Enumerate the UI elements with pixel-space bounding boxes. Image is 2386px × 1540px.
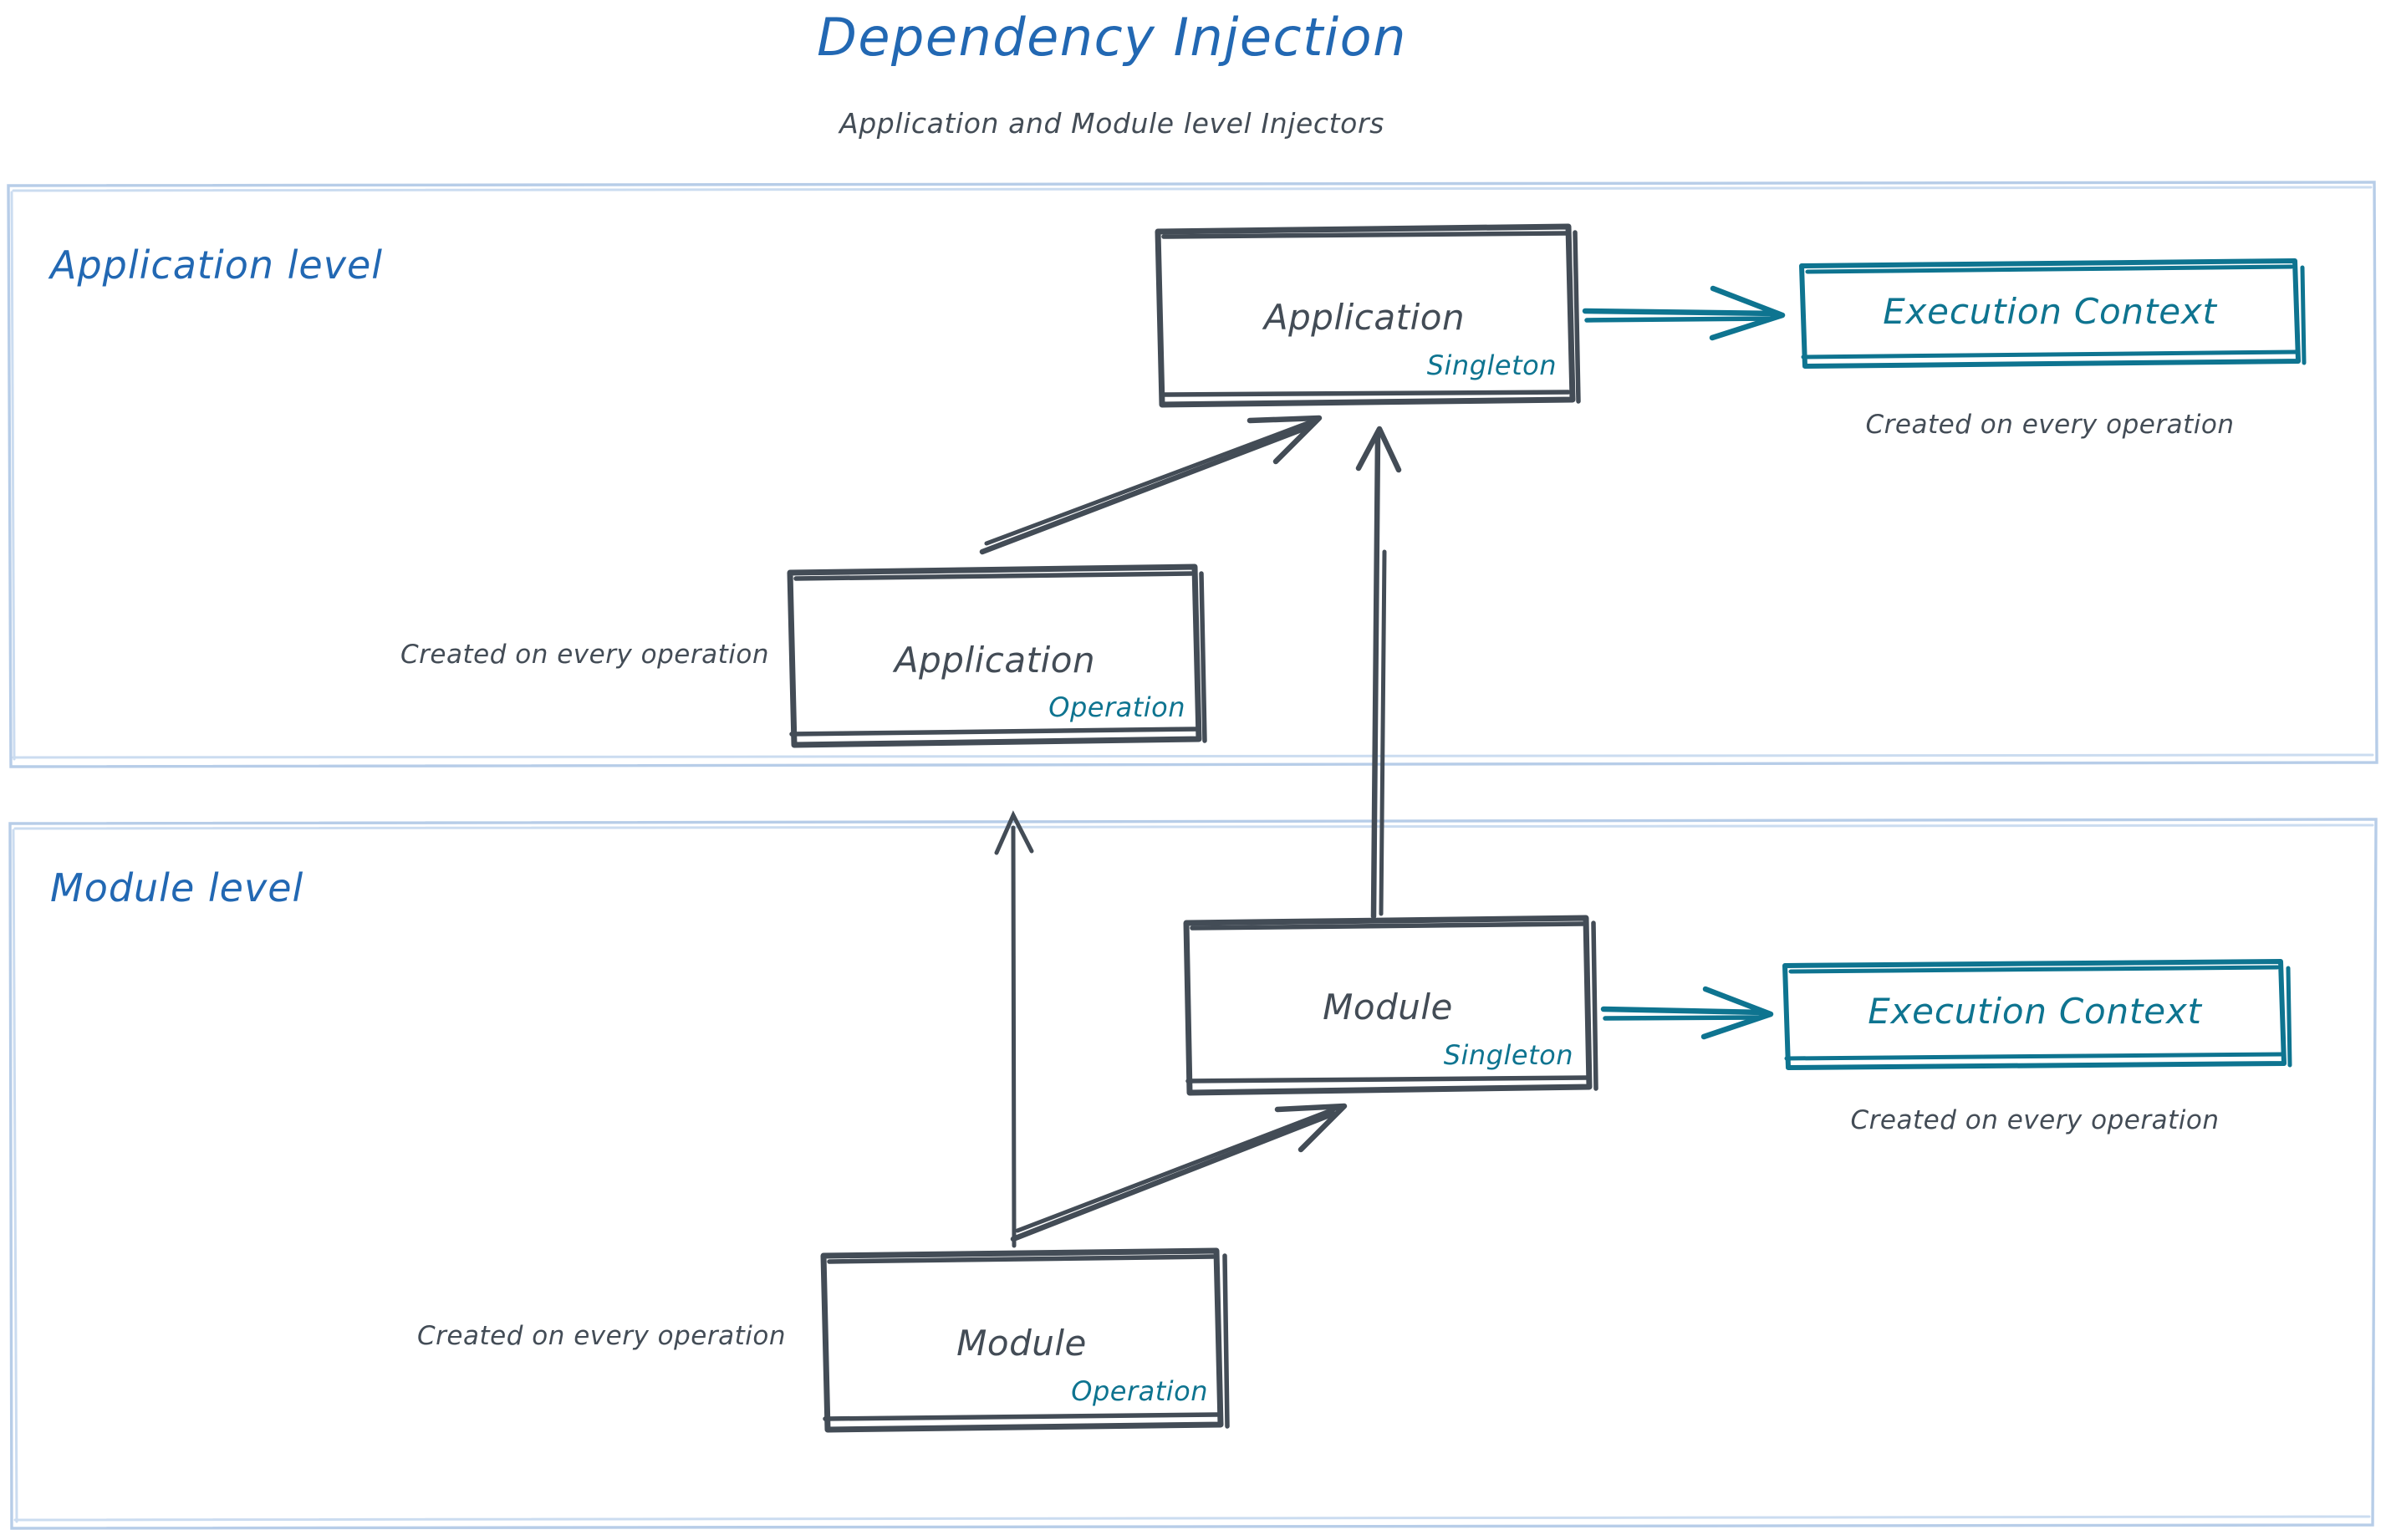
application-singleton-title: Application <box>1263 297 1466 338</box>
edge-module-operation-to-app-operation <box>994 810 1034 1248</box>
application-singleton-scope: Singleton <box>1426 349 1557 381</box>
page-title: Dependency Injection <box>817 7 1407 68</box>
execution-context-app-title: Execution Context <box>1883 291 2217 332</box>
module-operation-title: Module <box>956 1323 1087 1364</box>
execution-context-module-caption: Created on every operation <box>1850 1105 2220 1135</box>
application-operation-scope: Operation <box>1048 691 1185 723</box>
application-operation-caption: Created on every operation <box>400 640 769 670</box>
module-singleton-title: Module <box>1323 987 1453 1028</box>
module-level-container-outline <box>8 818 2378 1530</box>
module-operation-scope: Operation <box>1071 1375 1208 1407</box>
module-singleton-scope: Singleton <box>1443 1039 1573 1071</box>
application-operation-title: Application <box>894 640 1096 681</box>
page-subtitle: Application and Module level Injectors <box>839 107 1384 140</box>
module-level-label: Module level <box>50 865 304 910</box>
application-level-label: Application level <box>50 242 384 288</box>
edge-app-operation-to-app-singleton <box>979 415 1323 555</box>
module-operation-caption: Created on every operation <box>417 1321 786 1351</box>
edge-module-operation-to-module-singleton <box>1010 1103 1348 1242</box>
execution-context-module-title: Execution Context <box>1868 991 2202 1032</box>
edge-module-singleton-to-exec-context <box>1600 986 1774 1040</box>
edge-module-singleton-to-app-singleton <box>1355 426 1402 920</box>
edge-app-singleton-to-exec-context <box>1582 285 1786 341</box>
execution-context-app-caption: Created on every operation <box>1865 410 2235 440</box>
